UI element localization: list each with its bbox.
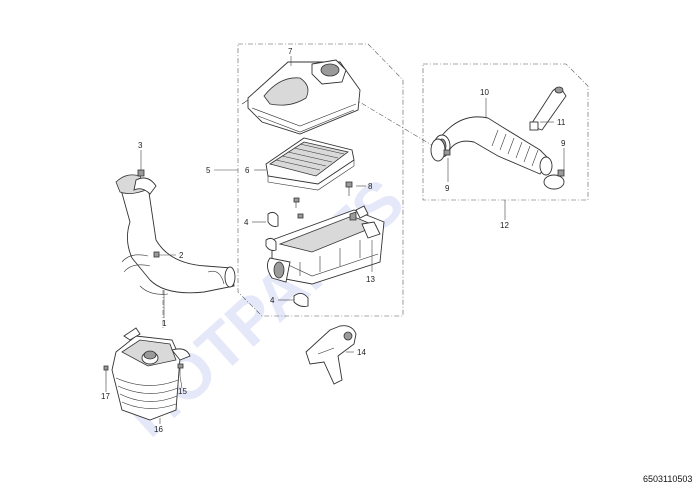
part-bolt-small [293, 197, 304, 219]
callout-4-upper: 4 [244, 218, 249, 227]
air-cleaner-group-box [237, 43, 404, 317]
part-screw-2 [153, 251, 160, 258]
callout-3: 3 [138, 141, 143, 150]
part-intake-duct [115, 174, 236, 295]
part-resonator [111, 327, 191, 421]
callout-16: 16 [154, 425, 163, 434]
callout-2: 2 [179, 251, 184, 260]
part-screw-15 [177, 363, 184, 376]
callout-6: 6 [245, 166, 250, 175]
callout-8: 8 [368, 182, 373, 191]
callout-15: 15 [178, 387, 187, 396]
part-bracket [305, 325, 357, 385]
part-air-cleaner-cover [241, 59, 361, 135]
part-hose-clamp-left [430, 138, 451, 162]
callout-7: 7 [288, 47, 293, 56]
callout-12: 12 [500, 221, 509, 230]
callout-14: 14 [357, 348, 366, 357]
part-filter-element [265, 137, 355, 191]
part-air-cleaner-housing [267, 205, 385, 285]
callout-5: 5 [206, 166, 211, 175]
leader-lines [105, 56, 565, 424]
callout-10: 10 [480, 88, 489, 97]
part-hose-clamp-right [543, 169, 565, 190]
callout-11: 11 [557, 118, 566, 127]
callout-17: 17 [101, 392, 110, 401]
part-clip-upper [265, 211, 279, 251]
callout-9-right: 9 [561, 139, 566, 148]
intake-hose-group-box [422, 63, 589, 201]
part-screw-17 [103, 365, 109, 384]
callout-4-lower: 4 [270, 296, 275, 305]
part-breather-pipe [529, 86, 567, 131]
part-clip-lower [293, 293, 309, 307]
drawing-code: 6503110503 [643, 474, 692, 484]
part-bolt-8 [345, 181, 353, 196]
callout-1: 1 [162, 319, 167, 328]
callout-9-left: 9 [445, 184, 450, 193]
callout-13: 13 [366, 275, 375, 284]
